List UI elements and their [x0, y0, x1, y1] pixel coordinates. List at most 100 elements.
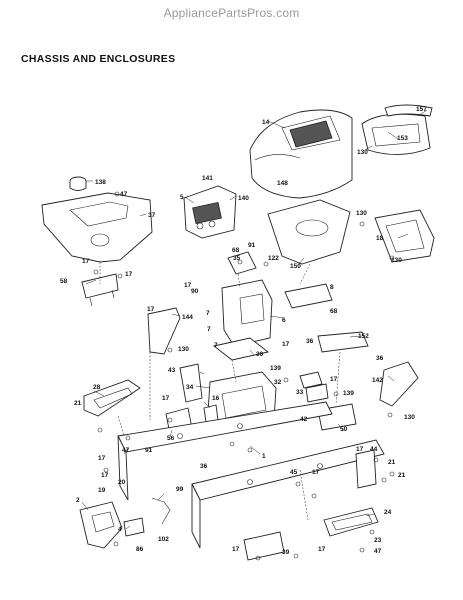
callout: 39 — [282, 549, 290, 556]
bracket-142-part[interactable] — [379, 361, 419, 407]
dash-panel-part[interactable] — [183, 185, 237, 239]
callout: 33 — [296, 389, 304, 396]
bracket-39-part[interactable] — [243, 531, 285, 561]
callout: 36 — [200, 463, 208, 470]
callout: 17 — [98, 455, 106, 462]
callout: 142 — [372, 377, 383, 384]
callout: 91 — [248, 242, 256, 249]
callout: 34 — [186, 384, 194, 391]
callout: 36 — [376, 355, 384, 362]
bracket-16-part[interactable] — [203, 404, 219, 423]
tank-cover-part[interactable] — [41, 192, 153, 263]
callout: 138 — [95, 179, 106, 186]
callout: 144 — [182, 314, 193, 321]
callout: 14 — [262, 119, 270, 126]
callout: 47 — [374, 548, 382, 555]
dash-part[interactable] — [267, 199, 351, 265]
bracket-58-part[interactable] — [81, 273, 119, 307]
callout: 17 — [162, 395, 170, 402]
callout: 17 — [82, 258, 90, 265]
rod-99-part[interactable] — [151, 497, 171, 525]
callout: 45 — [290, 469, 298, 476]
callout: 47 — [122, 447, 130, 454]
callout: 86 — [136, 546, 144, 553]
callout: 17 — [330, 376, 338, 383]
callout: 139 — [343, 390, 354, 397]
callout: 50 — [340, 426, 348, 433]
callout: 91 — [145, 447, 153, 454]
firewall-part[interactable] — [221, 279, 333, 347]
callout: 21 — [388, 459, 396, 466]
callout: 130 — [404, 414, 415, 421]
diagram-title: CHASSIS AND ENCLOSURES — [21, 53, 176, 65]
watermark: AppliancePartsPros.com — [163, 6, 300, 20]
cover-152-part[interactable] — [317, 331, 369, 353]
callout: 17 — [101, 472, 109, 479]
plate-30-part[interactable] — [212, 337, 270, 361]
callout: 17 — [184, 282, 192, 289]
callout: 21 — [398, 472, 406, 479]
callout: 17 — [356, 446, 364, 453]
callout: 20 — [118, 479, 126, 486]
bracket-44-part[interactable] — [355, 449, 377, 489]
callout: 47 — [120, 191, 128, 198]
callout: 36 — [306, 338, 314, 345]
callout: 6 — [282, 317, 286, 324]
callout: 99 — [176, 486, 184, 493]
callout: 68 — [232, 247, 240, 254]
callout: 24 — [384, 509, 392, 516]
frame-right-part[interactable] — [191, 439, 385, 549]
callout: 58 — [60, 278, 68, 285]
callout: 7 — [206, 310, 210, 317]
callout: 130 — [356, 210, 367, 217]
callout: 17 — [318, 546, 326, 553]
callout: 130 — [391, 257, 402, 264]
hood-part[interactable] — [249, 109, 353, 199]
callout: 141 — [202, 175, 213, 182]
callout: 17 — [232, 546, 240, 553]
callout: 30 — [256, 351, 264, 358]
callout: 130 — [357, 149, 368, 156]
callout: 43 — [168, 367, 176, 374]
bracket-144-part[interactable] — [147, 307, 181, 355]
bracket-2-part[interactable] — [79, 501, 123, 549]
callout-labels: 157 14 153 130 148 138 47 141 5 140 37 1… — [60, 106, 427, 556]
callout: 17 — [147, 306, 155, 313]
callout: 148 — [277, 180, 288, 187]
cap-part[interactable] — [69, 176, 87, 191]
callout: 42 — [300, 416, 308, 423]
callout: 153 — [397, 135, 408, 142]
callout: 56 — [167, 435, 175, 442]
callout: 90 — [191, 288, 199, 295]
callout: 4 — [118, 526, 122, 533]
callout: 130 — [178, 346, 189, 353]
grille-part[interactable] — [361, 104, 433, 155]
callout: 17 — [125, 271, 133, 278]
callout: 157 — [416, 106, 427, 113]
callout: 5 — [180, 194, 184, 201]
footrest-left-part[interactable] — [83, 379, 141, 417]
bracket-4-part[interactable] — [123, 517, 145, 537]
callout: 7 — [207, 326, 211, 333]
callout: 2 — [76, 497, 80, 504]
bracket-32-part[interactable] — [299, 371, 329, 403]
callout: 28 — [93, 384, 101, 391]
callout: 102 — [158, 536, 169, 543]
callout: 21 — [74, 400, 82, 407]
callout: 68 — [330, 308, 338, 315]
callout: 19 — [98, 487, 106, 494]
callout: 7 — [214, 342, 218, 349]
callout: 152 — [358, 333, 369, 340]
callout: 18 — [376, 235, 384, 242]
callout: 16 — [212, 395, 220, 402]
footrest-right-part[interactable] — [323, 507, 379, 537]
callout: 122 — [268, 255, 279, 262]
callout: 44 — [370, 446, 378, 453]
callout: 17 — [282, 341, 290, 348]
rear-grille-part[interactable] — [374, 209, 435, 263]
callout: 32 — [274, 379, 282, 386]
bracket-43-part[interactable] — [179, 363, 203, 403]
callout: 23 — [374, 537, 382, 544]
callout: 150 — [290, 263, 301, 270]
